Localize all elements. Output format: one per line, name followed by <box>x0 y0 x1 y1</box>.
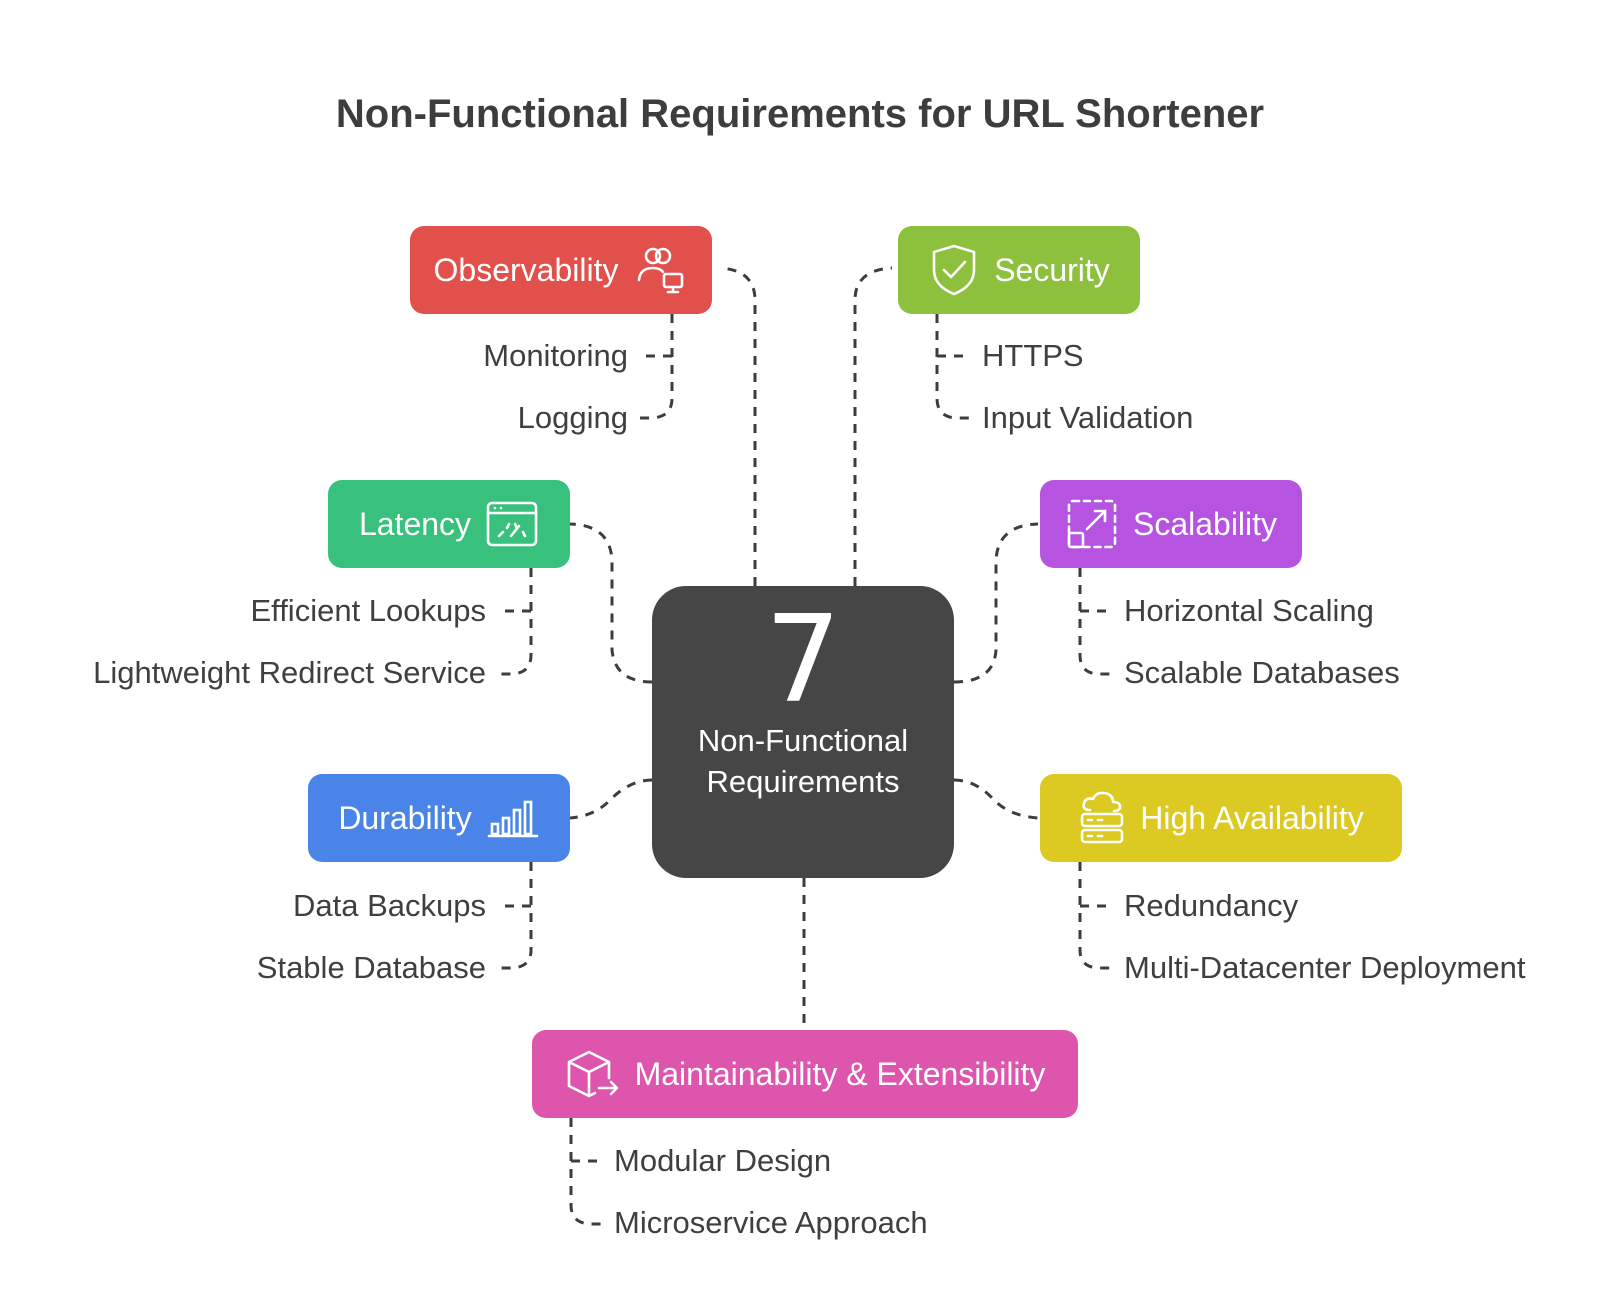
category-label: Maintainability & Extensibility <box>634 1055 1046 1092</box>
resize-expand-icon <box>1067 499 1117 549</box>
list-item: Redundancy <box>1124 888 1299 923</box>
list-item: Multi-Datacenter Deployment <box>1124 950 1526 985</box>
users-monitor-icon <box>638 247 684 294</box>
page-title: Non-Functional Requirements for URL Shor… <box>335 92 1265 136</box>
category-observability: Observability <box>410 226 712 314</box>
list-item: Horizontal Scaling <box>1124 593 1374 628</box>
category-label: Durability <box>338 799 472 836</box>
category-high-availability: High Availability <box>1040 774 1402 862</box>
list-item: Logging <box>517 400 628 435</box>
bar-chart-icon <box>487 800 538 838</box>
box-arrow-icon <box>567 1050 618 1098</box>
category-label: Security <box>994 251 1110 288</box>
central-hub: 7 Non-Functional Requirements <box>652 586 954 878</box>
category-security: Security <box>898 226 1140 314</box>
hub-count: 7 <box>764 591 842 730</box>
list-item: Scalable Databases <box>1124 655 1400 690</box>
list-item: Efficient Lookups <box>250 593 486 628</box>
list-item: Lightweight Redirect Service <box>93 655 486 690</box>
list-item: HTTPS <box>982 338 1084 373</box>
category-durability: Durability <box>308 774 570 862</box>
cloud-server-icon <box>1080 791 1124 844</box>
category-label: Scalability <box>1132 505 1278 542</box>
category-label: Latency <box>358 505 472 542</box>
list-item: Microservice Approach <box>614 1205 928 1240</box>
speed-gauge-window-icon <box>486 501 538 547</box>
category-label: Observability <box>433 251 619 288</box>
list-item: Modular Design <box>614 1143 832 1178</box>
list-item: Data Backups <box>293 888 486 923</box>
category-label: High Availability <box>1140 799 1364 836</box>
list-item: Stable Database <box>256 950 486 985</box>
list-item: Monitoring <box>483 338 628 373</box>
category-scalability: Scalability <box>1040 480 1302 568</box>
category-latency: Latency <box>328 480 570 568</box>
hub-label: Non-Functional Requirements <box>697 723 909 799</box>
shield-check-icon <box>932 244 976 296</box>
list-item: Input Validation <box>982 400 1194 435</box>
category-maintainability-extensibility: Maintainability & Extensibility <box>532 1030 1078 1118</box>
